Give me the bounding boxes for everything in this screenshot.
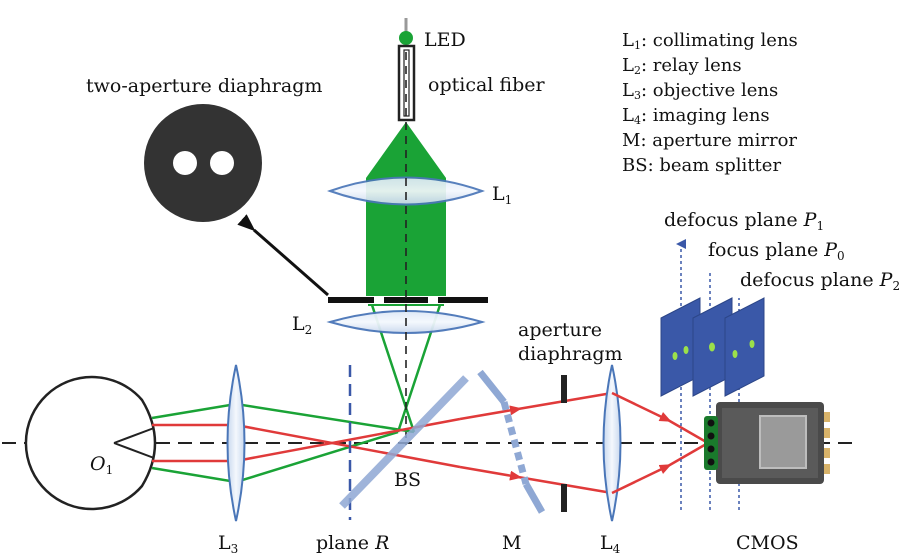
- label-l3: L3: [218, 532, 238, 556]
- label-plane-r: plane R: [316, 532, 389, 554]
- label-led: LED: [424, 29, 466, 51]
- two-aperture-diaphragm-disk: [144, 104, 262, 222]
- label-optical-fiber: optical fiber: [428, 74, 545, 96]
- label-aperture-diaphragm-line2: diaphragm: [518, 343, 623, 365]
- lens-l3: [226, 364, 246, 522]
- legend-item: L3: objective lens: [622, 80, 778, 102]
- aperture-mirror: [477, 369, 546, 514]
- red-rays-imaging-arm: [611, 391, 709, 495]
- label-defocus-plane-p1: defocus plane P1: [664, 209, 824, 233]
- diaphragm-pointer-arrow: [237, 214, 329, 297]
- label-two-aperture-diaphragm: two-aperture diaphragm: [86, 75, 322, 97]
- lens-l1: [327, 176, 485, 206]
- defocus-plane-p2: [724, 297, 765, 397]
- led-source: [399, 18, 413, 45]
- eye: [24, 375, 157, 511]
- label-eye-o1: O1: [90, 453, 113, 477]
- label-l2: L2: [292, 313, 312, 337]
- aperture-diaphragm: [561, 375, 567, 512]
- label-mirror-m: M: [502, 532, 521, 554]
- beam-splitter: [339, 375, 469, 509]
- legend-item: BS: beam splitter: [622, 155, 781, 176]
- legend-item: M: aperture mirror: [622, 130, 797, 151]
- label-cmos: CMOS: [736, 532, 799, 554]
- label-l1: L1: [492, 183, 512, 207]
- cmos-camera: [704, 402, 830, 484]
- legend: L1: collimating lens L2: relay lens L3: …: [622, 30, 798, 176]
- two-aperture-diaphragm-bar: [328, 297, 488, 303]
- label-defocus-plane-p2: defocus plane P2: [740, 269, 900, 293]
- legend-item: L1: collimating lens: [622, 30, 798, 52]
- focus-planes: [660, 297, 765, 397]
- label-focus-plane-p0: focus plane P0: [708, 239, 845, 263]
- label-l4: L4: [600, 532, 621, 556]
- legend-item: L2: relay lens: [622, 55, 742, 77]
- label-aperture-diaphragm-line1: aperture: [518, 319, 602, 341]
- legend-item: L4: imaging lens: [622, 105, 770, 127]
- label-bs: BS: [394, 469, 421, 491]
- lens-l4: [602, 364, 622, 522]
